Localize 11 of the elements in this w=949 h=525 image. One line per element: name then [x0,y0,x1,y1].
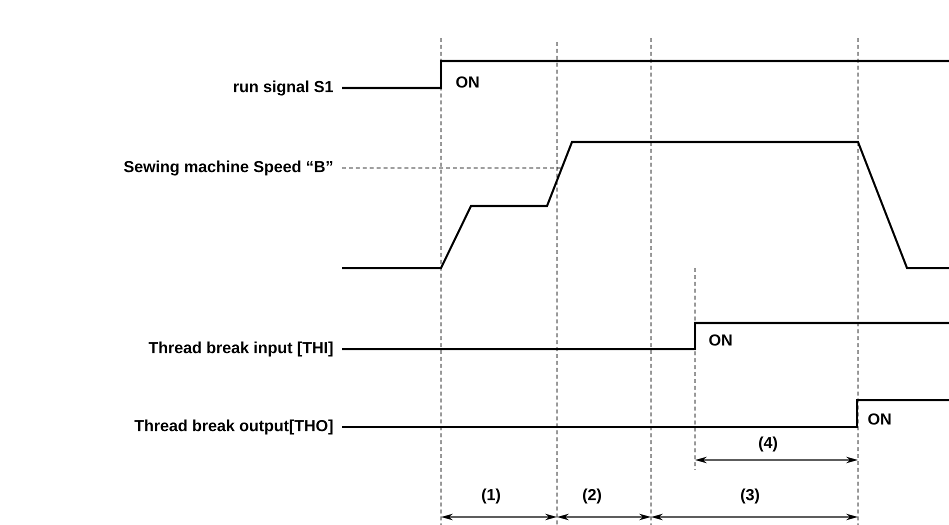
interval-label: (2) [583,488,601,504]
signal-label: Sewing machine Speed “B” [124,160,332,176]
state-label: ON [868,413,891,425]
interval-label: (3) [741,488,759,504]
interval-label: (1) [482,488,500,504]
state-label: ON [709,334,732,346]
interval-label: (4) [759,436,777,452]
signal-label: Thread break output[THO] [134,420,332,434]
state-label: ON [456,76,479,88]
signal-label: run signal S1 [234,80,333,96]
signal-label: Thread break input [THI] [148,342,332,356]
